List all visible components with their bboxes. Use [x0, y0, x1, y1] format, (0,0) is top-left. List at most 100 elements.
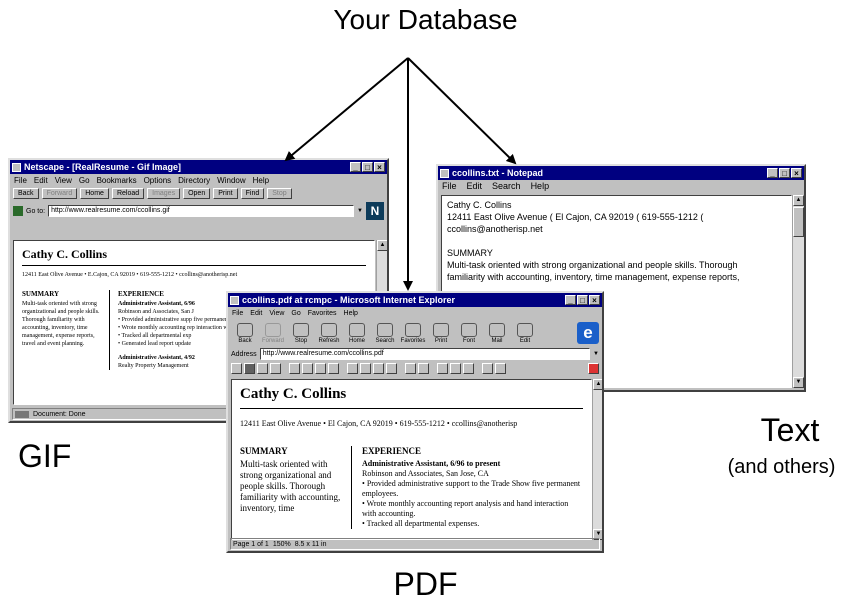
notepad-vscrollbar[interactable]: ▲ ▼ [792, 195, 804, 388]
menu-directory[interactable]: Directory [178, 175, 211, 185]
menu-edit[interactable]: Edit [250, 309, 263, 317]
back-button[interactable]: Back [13, 188, 39, 199]
stop-button[interactable]: Stop [267, 188, 292, 199]
job1-bullet: Provided administrative supp five perman… [118, 316, 366, 324]
pdf-hand-icon[interactable] [289, 363, 300, 374]
ie-mail-button[interactable]: Mail [483, 322, 511, 344]
menu-help[interactable]: Help [252, 175, 270, 185]
close-button[interactable]: × [589, 295, 600, 305]
ie-home-button[interactable]: Home [343, 322, 371, 344]
netscape-toolbar: Back Forward Home Reload Images Open Pri… [10, 186, 387, 201]
pdf-acrobat-icon[interactable] [588, 363, 599, 374]
text-line: Cathy C. Collins [447, 200, 512, 210]
ie-stop-button[interactable]: Stop [287, 322, 315, 344]
dropdown-arrow-icon[interactable]: ▼ [357, 208, 363, 214]
print-button[interactable]: Print [213, 188, 238, 199]
ie-titlebar[interactable]: ccollins.pdf at rcmpc - Microsoft Intern… [228, 293, 602, 307]
pdf-find-icon[interactable] [482, 363, 493, 374]
scroll-up-icon[interactable]: ▲ [593, 379, 602, 390]
pdf-go-back-icon[interactable] [405, 363, 416, 374]
ie-edit-button[interactable]: Edit [511, 322, 539, 344]
pdf-next-page-icon[interactable] [373, 363, 384, 374]
pdf-thumbnails-icon[interactable] [270, 363, 281, 374]
search-icon [377, 322, 393, 337]
ie-forward-button[interactable]: Forward [259, 322, 287, 344]
images-button[interactable]: Images [147, 188, 181, 199]
pdf-prev-page-icon[interactable] [360, 363, 371, 374]
pdf-select-text-icon[interactable] [328, 363, 339, 374]
reload-button[interactable]: Reload [111, 188, 145, 199]
minimize-button[interactable]: _ [350, 162, 361, 172]
netscape-titlebar[interactable]: Netscape - [RealResume - Gif Image] _ □ … [10, 160, 387, 174]
job1-company: Robinson and Associates, San J [118, 309, 194, 315]
minimize-button[interactable]: _ [565, 295, 576, 305]
ie-pdf-window: ccollins.pdf at rcmpc - Microsoft Intern… [226, 291, 604, 553]
menu-view[interactable]: View [54, 175, 72, 185]
netscape-title: Netscape - [RealResume - Gif Image] [24, 162, 182, 172]
pdf-search-icon[interactable] [495, 363, 506, 374]
menu-go[interactable]: Go [291, 309, 301, 317]
scroll-up-icon[interactable]: ▲ [377, 240, 387, 251]
job1-bullet: Wrote monthly accounting rep interaction… [118, 324, 366, 332]
maximize-button[interactable]: □ [779, 168, 790, 178]
ie-font-button[interactable]: Font [455, 322, 483, 344]
pdf-print-icon[interactable] [231, 363, 242, 374]
resume-name: Cathy C. Collins [22, 247, 108, 261]
netscape-menubar: File Edit View Go Bookmarks Options Dire… [10, 174, 387, 186]
menu-file[interactable]: File [232, 309, 244, 317]
menu-edit[interactable]: Edit [466, 181, 483, 191]
menu-bookmarks[interactable]: Bookmarks [96, 175, 137, 185]
menu-view[interactable]: View [269, 309, 285, 317]
pdf-bookmarks-icon[interactable] [257, 363, 268, 374]
pdf-page-only-icon[interactable] [244, 363, 255, 374]
menu-favorites[interactable]: Favorites [307, 309, 337, 317]
pdf-go-forward-icon[interactable] [418, 363, 429, 374]
ie-favorites-button[interactable]: Favorites [399, 322, 427, 344]
close-button[interactable]: × [791, 168, 802, 178]
pdf-zoom-indicator[interactable]: 150% [272, 540, 291, 548]
pdf-page-indicator: Page 1 of 1 [233, 540, 269, 548]
menu-file[interactable]: File [14, 175, 27, 185]
ie-refresh-button[interactable]: Refresh [315, 322, 343, 344]
ie-vscrollbar[interactable]: ▲ ▼ [592, 379, 602, 540]
menu-help[interactable]: Help [530, 181, 550, 191]
pdf-label: PDF [393, 566, 458, 602]
pdf-first-page-icon[interactable] [347, 363, 358, 374]
pdf-zoom-in-icon[interactable] [302, 363, 313, 374]
menu-search[interactable]: Search [492, 181, 521, 191]
scroll-thumb[interactable] [793, 207, 804, 237]
bookmark-icon[interactable] [13, 206, 23, 216]
netscape-url-input[interactable]: http://www.realresume.com/ccollins.gif [48, 205, 355, 217]
pdf-fit-width-icon[interactable] [463, 363, 474, 374]
menu-file[interactable]: File [442, 181, 457, 191]
dropdown-arrow-icon[interactable]: ▼ [593, 351, 599, 357]
pdf-resume-name: Cathy C. Collins [240, 386, 347, 402]
find-button[interactable]: Find [240, 188, 265, 199]
menu-go[interactable]: Go [78, 175, 90, 185]
menu-help[interactable]: Help [343, 309, 358, 317]
pdf-last-page-icon[interactable] [386, 363, 397, 374]
open-button[interactable]: Open [183, 188, 211, 199]
ie-print-button[interactable]: Print [427, 322, 455, 344]
scroll-down-icon[interactable]: ▼ [793, 377, 804, 388]
menu-edit[interactable]: Edit [33, 175, 48, 185]
close-button[interactable]: × [374, 162, 385, 172]
ie-title: ccollins.pdf at rcmpc - Microsoft Intern… [242, 295, 456, 305]
minimize-button[interactable]: _ [767, 168, 778, 178]
text-sub-label: (and others) [727, 456, 836, 478]
maximize-button[interactable]: □ [577, 295, 588, 305]
ie-back-button[interactable]: Back [231, 322, 259, 344]
scroll-down-icon[interactable]: ▼ [593, 529, 602, 540]
pdf-zoom-out-icon[interactable] [315, 363, 326, 374]
pdf-actual-size-icon[interactable] [437, 363, 448, 374]
maximize-button[interactable]: □ [362, 162, 373, 172]
pdf-fit-page-icon[interactable] [450, 363, 461, 374]
ie-url-input[interactable]: http://www.realresume.com/ccollins.pdf [259, 348, 591, 360]
forward-button[interactable]: Forward [41, 188, 78, 199]
menu-options[interactable]: Options [143, 175, 172, 185]
menu-window[interactable]: Window [217, 175, 246, 185]
ie-search-button[interactable]: Search [371, 322, 399, 344]
scroll-up-icon[interactable]: ▲ [793, 195, 804, 206]
notepad-titlebar[interactable]: ccollins.txt - Notepad _ □ × [438, 166, 804, 180]
home-button[interactable]: Home [80, 188, 109, 199]
